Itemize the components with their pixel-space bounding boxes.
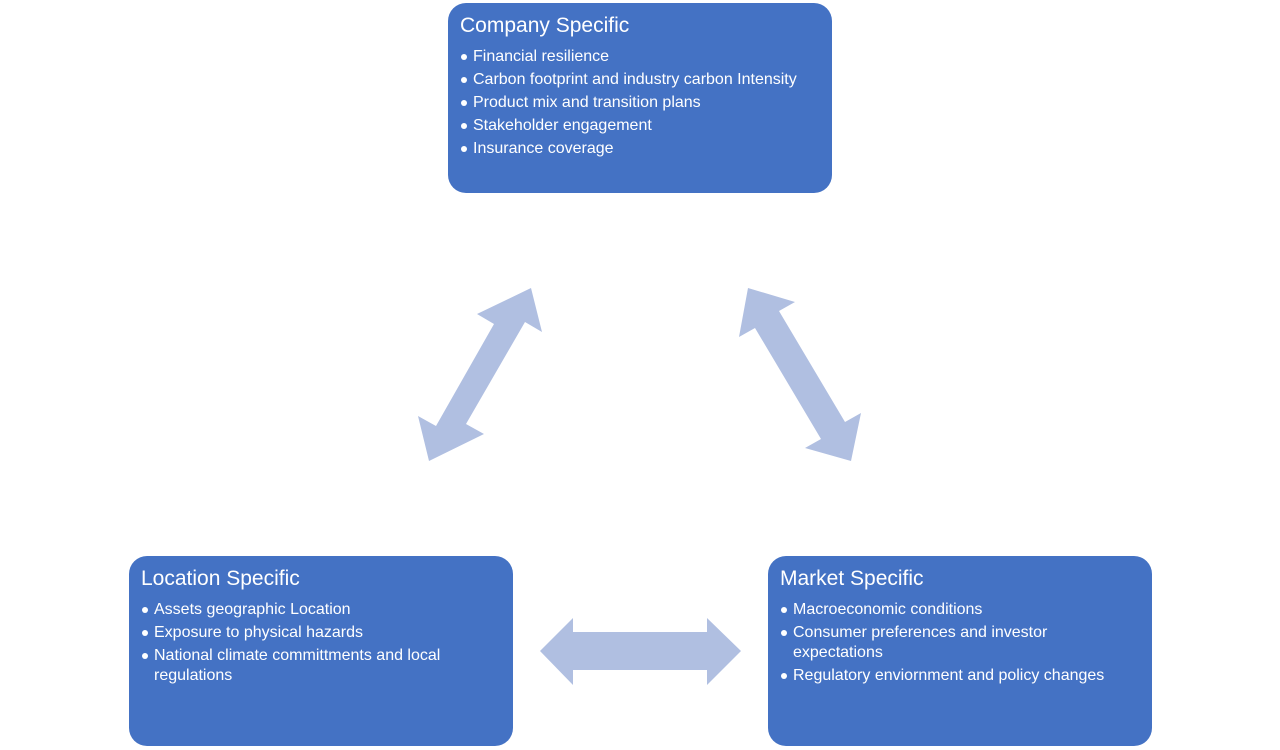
list-item: Consumer preferences and investor expect… bbox=[780, 623, 1140, 663]
list-item: National climate committments and local … bbox=[141, 646, 501, 686]
market-specific-list: Macroeconomic conditions Consumer prefer… bbox=[780, 600, 1140, 686]
list-item: Regulatory enviornment and policy change… bbox=[780, 666, 1140, 686]
list-item: Carbon footprint and industry carbon Int… bbox=[460, 70, 820, 90]
list-item: Financial resilience bbox=[460, 47, 820, 67]
location-specific-title: Location Specific bbox=[141, 567, 300, 590]
list-item: Product mix and transition plans bbox=[460, 93, 820, 113]
list-item: Assets geographic Location bbox=[141, 600, 501, 620]
list-item: Stakeholder engagement bbox=[460, 116, 820, 136]
company-specific-title: Company Specific bbox=[460, 14, 630, 37]
list-item: Macroeconomic conditions bbox=[780, 600, 1140, 620]
company-specific-list: Financial resilience Carbon footprint an… bbox=[460, 47, 820, 159]
location-market-arrow bbox=[540, 618, 741, 685]
list-item: Exposure to physical hazards bbox=[141, 623, 501, 643]
company-specific-box: Company Specific Financial resilience Ca… bbox=[448, 3, 832, 193]
company-location-arrow bbox=[418, 288, 542, 461]
market-specific-title: Market Specific bbox=[780, 567, 924, 590]
location-specific-box: Location Specific Assets geographic Loca… bbox=[129, 556, 513, 746]
list-item: Insurance coverage bbox=[460, 139, 820, 159]
company-market-arrow bbox=[739, 288, 861, 461]
location-specific-list: Assets geographic Location Exposure to p… bbox=[141, 600, 501, 686]
market-specific-box: Market Specific Macroeconomic conditions… bbox=[768, 556, 1152, 746]
